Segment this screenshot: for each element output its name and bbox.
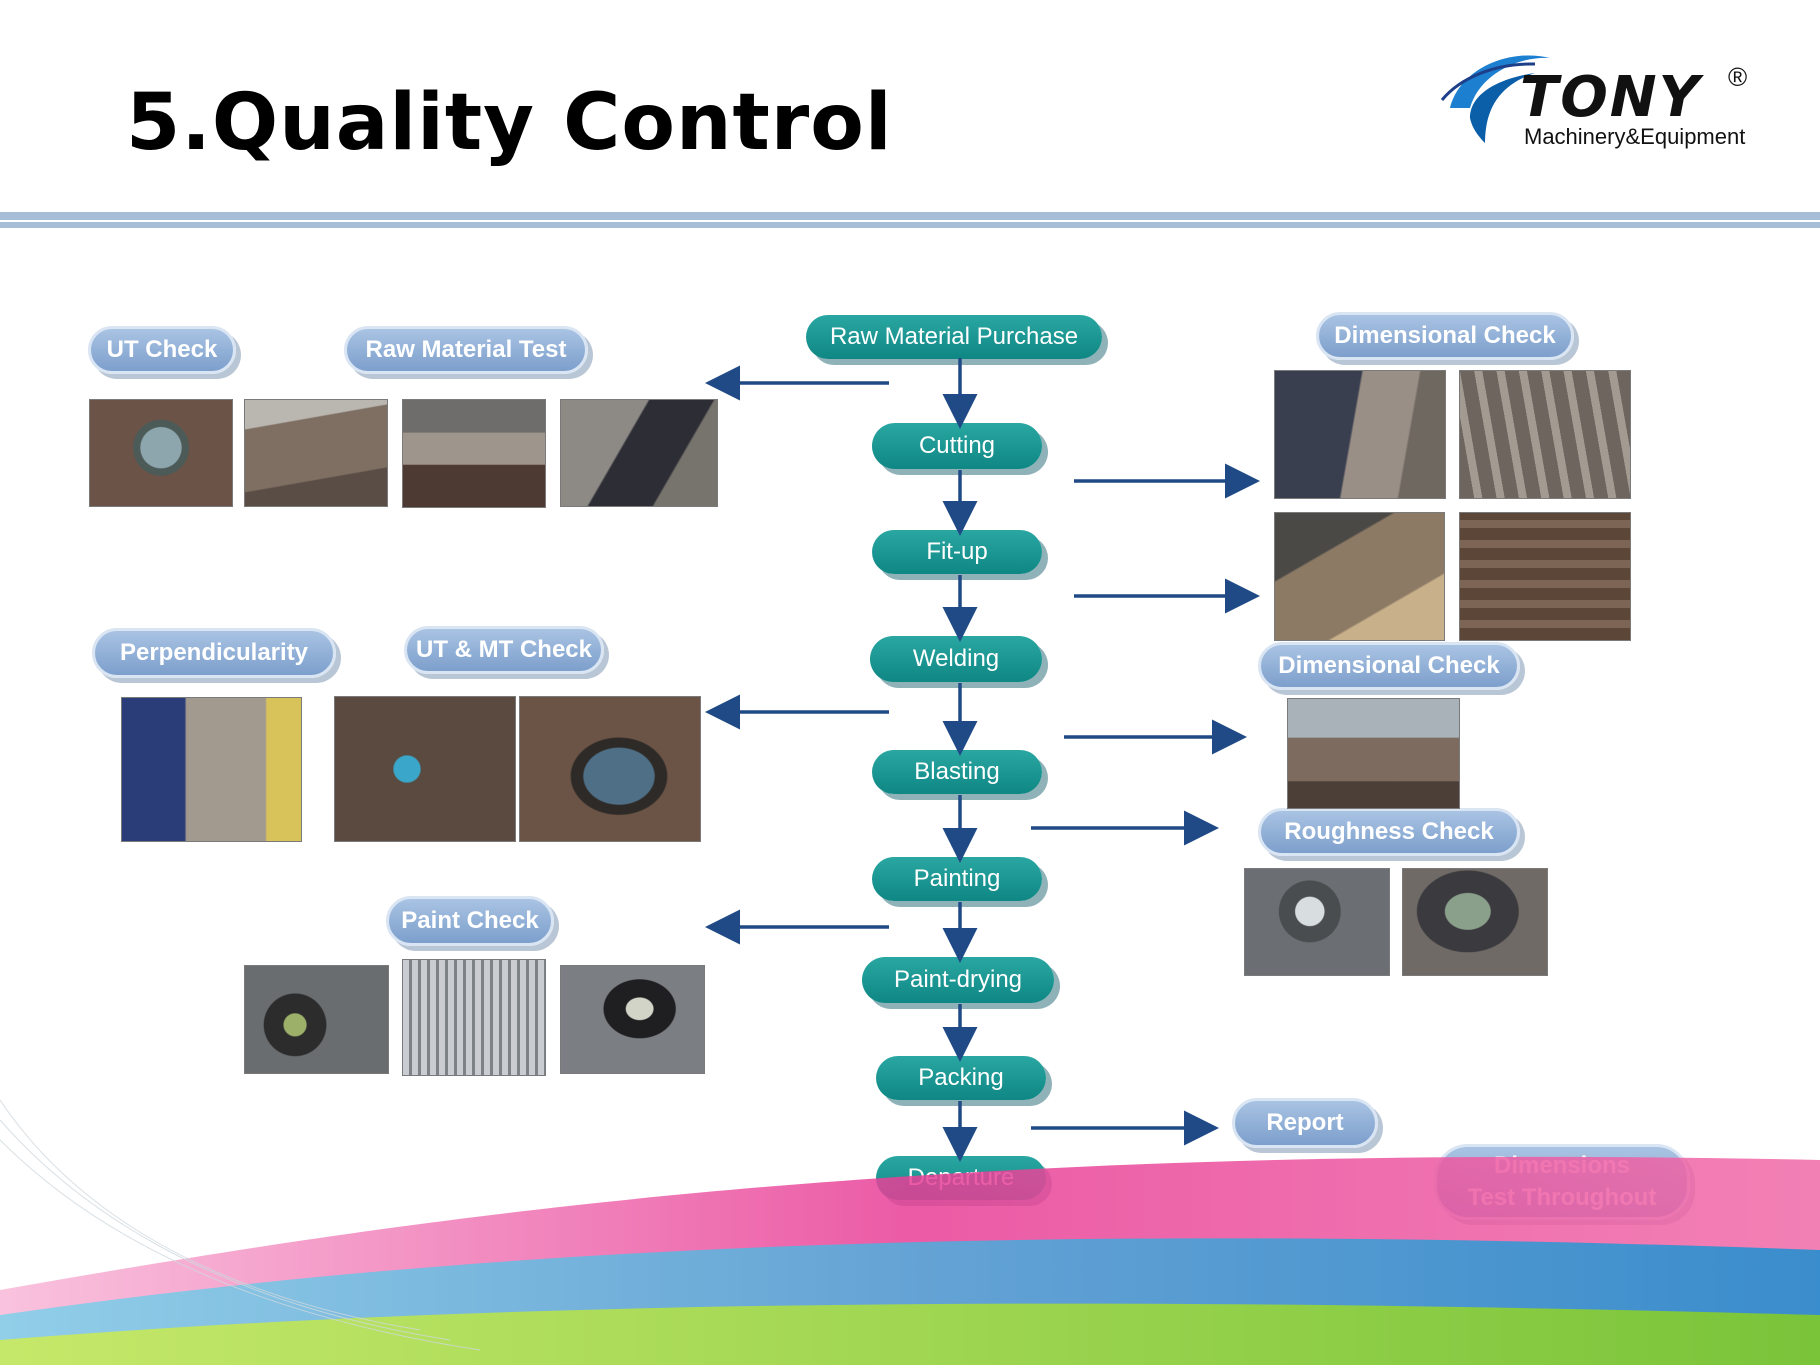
header-rule-lower <box>0 222 1820 228</box>
label-report: Report <box>1232 1098 1378 1148</box>
registered-mark: ® <box>1728 62 1748 92</box>
swoosh-icon <box>1440 55 1550 143</box>
paint-meters-photo <box>244 965 389 1074</box>
step-fit-up: Fit-up <box>872 530 1042 574</box>
label-paint-check: Paint Check <box>386 896 554 946</box>
step-welding: Welding <box>870 636 1042 682</box>
fitup-plate-photo <box>1274 512 1445 641</box>
paint-thermometer-photo <box>560 965 705 1074</box>
label-ut-mt-check: UT & MT Check <box>404 626 604 674</box>
page-title: 5.Quality Control <box>126 78 893 168</box>
logo-subtitle: Machinery&Equipment <box>1524 124 1746 149</box>
fitup-frame-photo <box>1459 512 1631 641</box>
beam-row-photo <box>1459 370 1631 499</box>
step-cutting: Cutting <box>872 423 1042 469</box>
worker-measuring-photo <box>1274 370 1446 499</box>
label-raw-material-test: Raw Material Test <box>344 326 588 374</box>
thickness-gauge-photo <box>402 399 546 508</box>
step-packing: Packing <box>876 1056 1046 1100</box>
label-ut-check: UT Check <box>88 326 236 374</box>
step-paint-drying: Paint-drying <box>862 957 1054 1003</box>
label-perpendicularity: Perpendicularity <box>92 628 336 678</box>
perpendicularity-photo <box>121 697 302 842</box>
worker-gauge-photo <box>560 399 718 507</box>
logo-wordmark: TONY <box>1520 65 1702 130</box>
grating-photo <box>402 959 546 1076</box>
roughness-reading-photo <box>1402 868 1548 976</box>
step-blasting: Blasting <box>872 750 1042 794</box>
tony-logo: TONY ® Machinery&Equipment <box>1440 48 1800 158</box>
decorative-wave <box>0 1100 1820 1365</box>
ut-screen-photo <box>519 696 701 842</box>
label-dimensional-check-top: Dimensional Check <box>1316 312 1574 360</box>
ut-tester-photo <box>89 399 233 507</box>
header-rule <box>0 212 1820 220</box>
dimension-yard-photo <box>1287 698 1460 809</box>
step-painting: Painting <box>872 857 1042 901</box>
roughness-gauge-photo <box>1244 868 1390 976</box>
step-raw-material-purchase: Raw Material Purchase <box>806 315 1102 359</box>
steel-plate-photo <box>244 399 388 507</box>
label-roughness-check: Roughness Check <box>1258 808 1520 856</box>
mt-check-photo <box>334 696 516 842</box>
label-dimensional-check-mid: Dimensional Check <box>1258 642 1520 690</box>
